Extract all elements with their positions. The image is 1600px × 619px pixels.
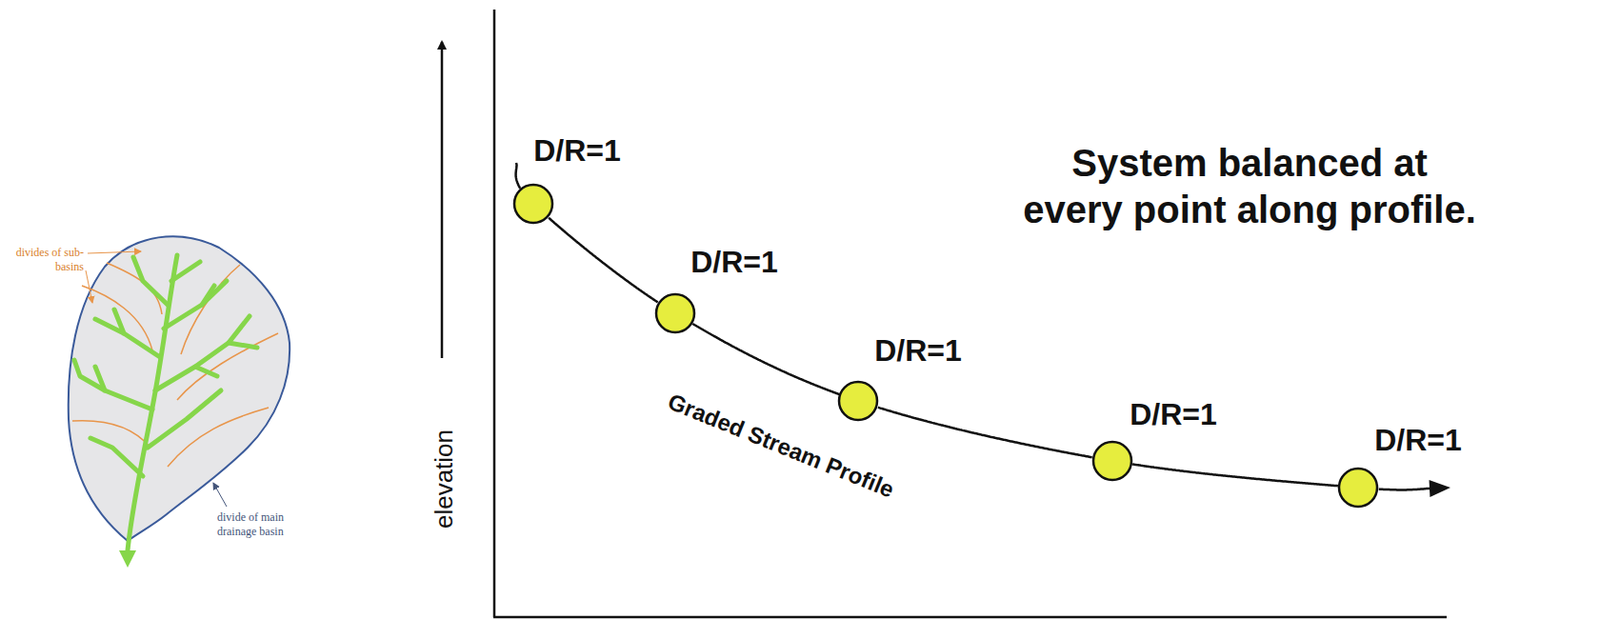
profile-curve	[692, 323, 840, 395]
ratio-label: D/R=1	[1129, 398, 1218, 432]
profile-curve	[548, 218, 659, 303]
axis-line	[493, 616, 1447, 619]
profile-curve	[1132, 463, 1339, 486]
point-circle	[1339, 468, 1378, 507]
point-circle	[839, 381, 878, 420]
ratio-label: D/R=1	[1374, 423, 1462, 458]
axis-line	[493, 9, 497, 618]
point-circle	[1093, 441, 1132, 480]
point-circle	[654, 292, 697, 335]
point-circle	[837, 380, 880, 422]
profile-point: D/R=1	[1091, 440, 1134, 482]
point-circle	[512, 182, 555, 225]
point-circle	[514, 184, 553, 223]
leader-line	[85, 270, 93, 303]
leader-line	[87, 251, 141, 254]
callout-label: divides of sub-basins	[5, 245, 84, 275]
point-circle	[656, 294, 695, 333]
outlet-arrow	[119, 550, 137, 568]
ratio-label: D/R=1	[690, 245, 779, 280]
profile-curve	[878, 407, 1093, 458]
elevation-arrow	[440, 41, 444, 359]
profile-point: D/R=1	[837, 380, 880, 422]
sub-basin-divides	[72, 262, 279, 467]
profile-curve	[1379, 488, 1432, 490]
ratio-label: D/R=1	[874, 334, 962, 368]
arrow-head	[1429, 480, 1451, 498]
profile-point: D/R=1	[654, 292, 697, 335]
basin-outline	[68, 236, 290, 541]
profile-curve	[516, 162, 521, 189]
diagram-title: System balanced at every point along pro…	[973, 140, 1526, 234]
ratio-label: D/R=1	[533, 134, 621, 168]
stream-network	[74, 255, 258, 551]
point-circle	[1337, 466, 1380, 509]
leader-line	[213, 482, 227, 507]
callout-label: divide of main drainage basin	[217, 510, 313, 540]
profile-point: D/R=1	[512, 182, 555, 225]
point-circle	[1091, 440, 1134, 482]
profile-point: D/R=1	[1337, 466, 1380, 509]
axis-label: elevation	[429, 429, 460, 529]
